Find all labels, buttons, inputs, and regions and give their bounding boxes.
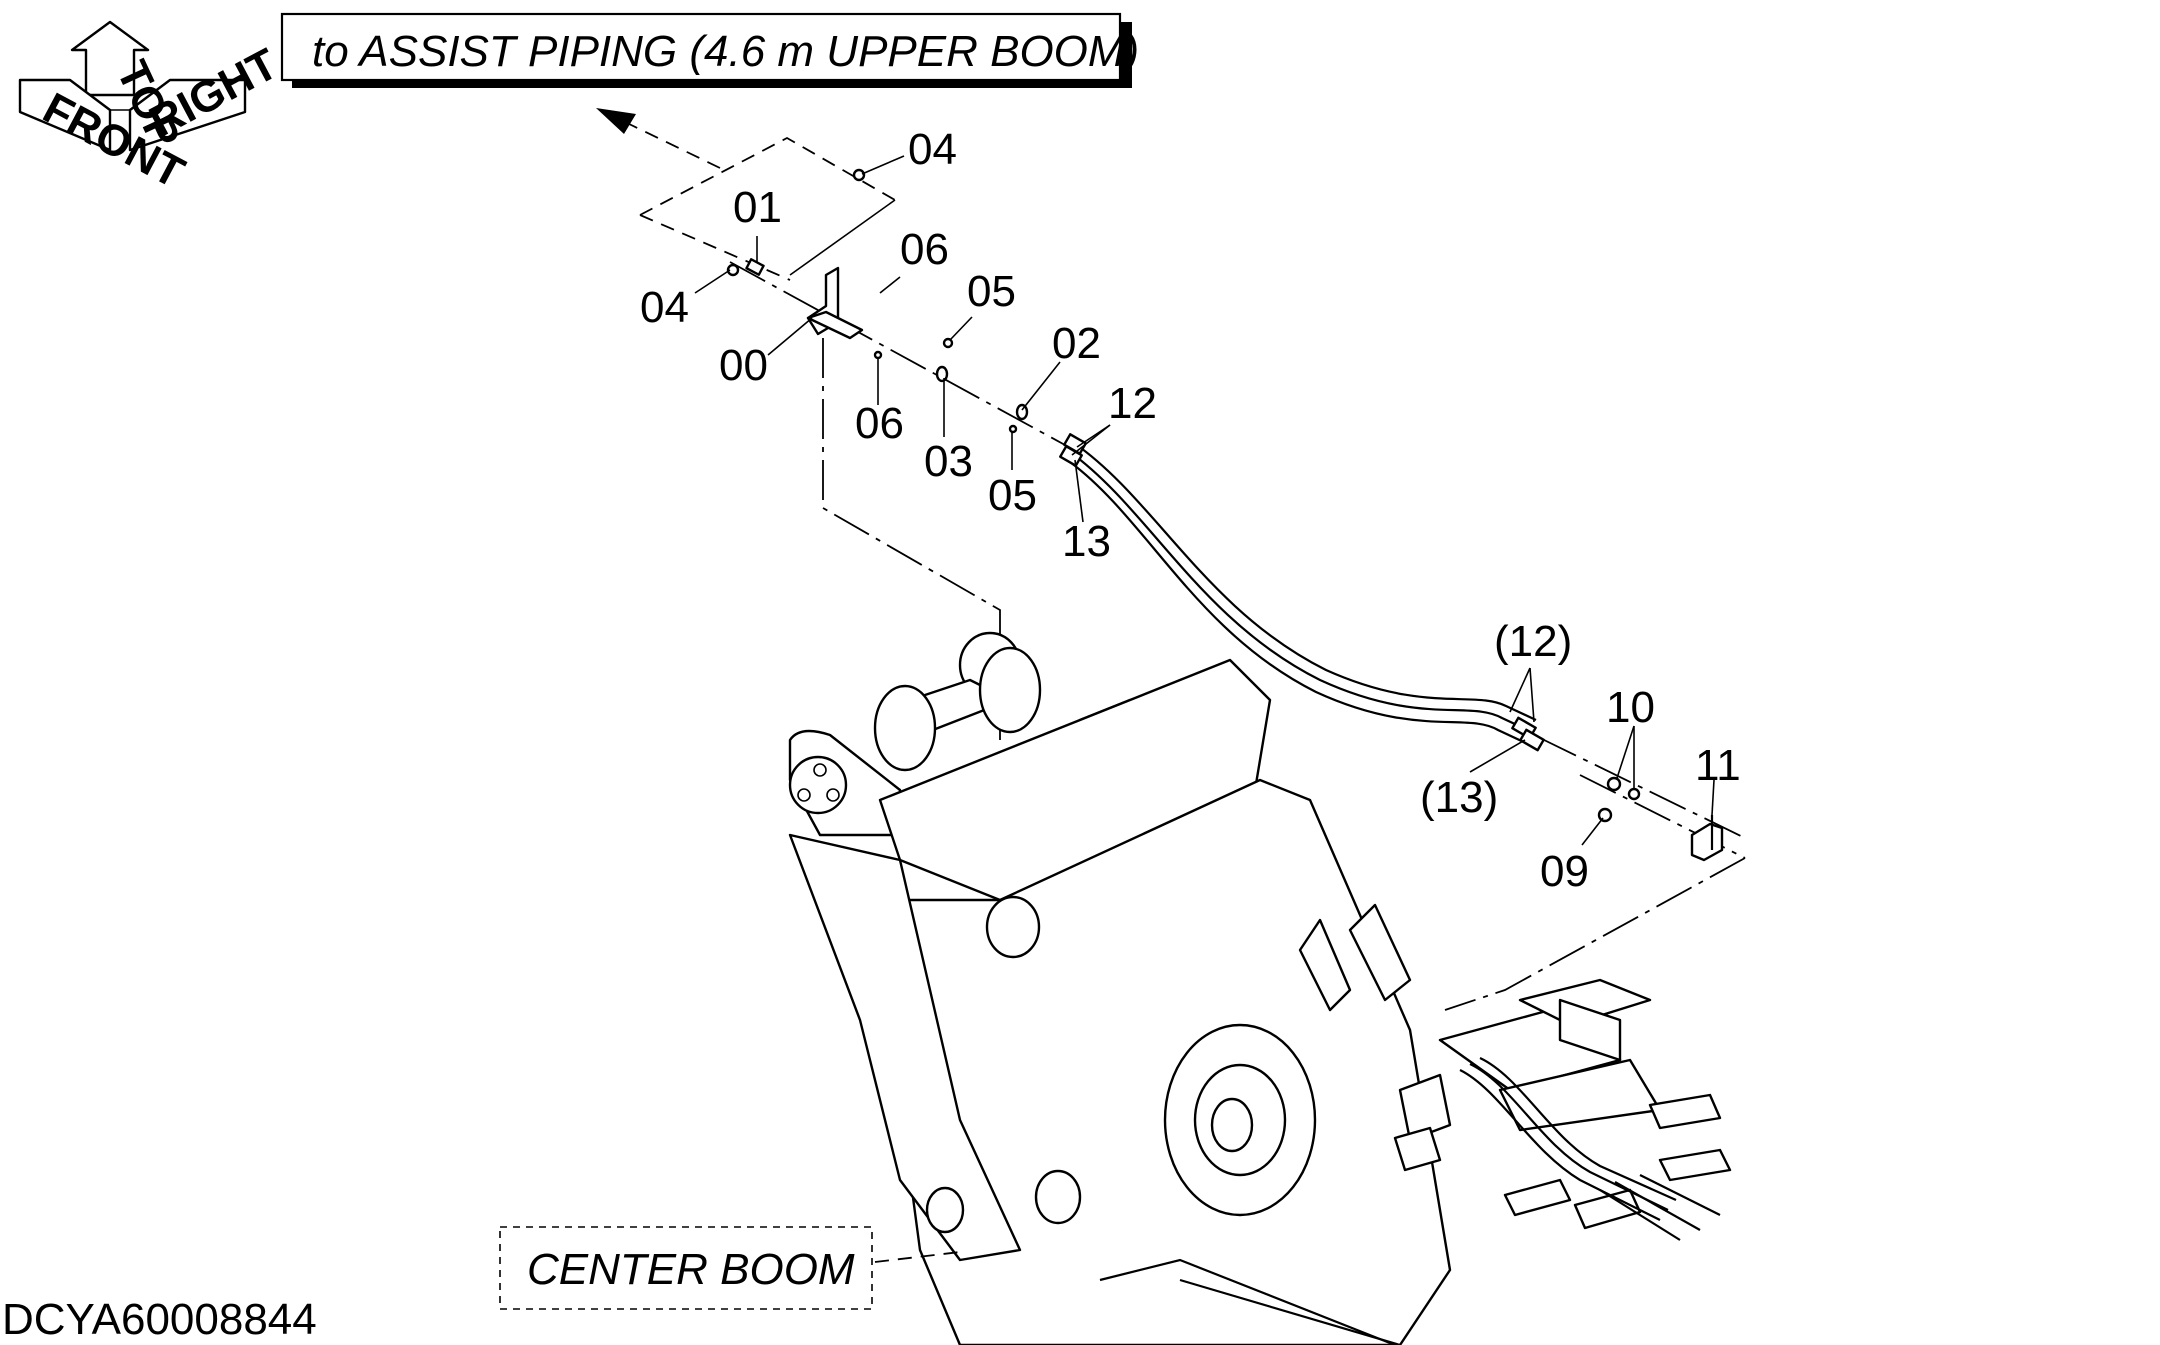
assist-piping-callout-text: to ASSIST PIPING (4.6 m UPPER BOOM) [312, 27, 1139, 76]
part-label-00: 00 [719, 341, 768, 390]
lower-piping-platform [1393, 978, 1732, 1241]
drawing-code: DCYA60008844 [2, 1295, 317, 1344]
hydraulic-hoses [1059, 433, 1545, 752]
orientation-compass-icon: TOP FRONT RIGHT [18, 20, 286, 198]
part-label-13-ref: (13) [1420, 773, 1498, 822]
part-label-05-lower: 05 [988, 471, 1037, 520]
center-boom-callout: CENTER BOOM [499, 1226, 873, 1310]
center-boom-structure [788, 631, 1452, 1345]
part-label-12: 12 [1108, 379, 1157, 428]
center-boom-callout-text: CENTER BOOM [527, 1245, 855, 1294]
part-label-13: 13 [1062, 517, 1111, 566]
part-label-01: 01 [733, 183, 782, 232]
leader-lines [694, 155, 1715, 1263]
upper-bracket-assembly [726, 168, 1066, 446]
part-label-10: 10 [1606, 683, 1655, 732]
part-label-04-left: 04 [640, 283, 689, 332]
part-label-04-top: 04 [908, 125, 957, 174]
direction-arrow-icon [596, 108, 721, 169]
assist-piping-callout: to ASSIST PIPING (4.6 m UPPER BOOM) [280, 12, 1139, 88]
part-label-03: 03 [924, 437, 973, 486]
part-label-06-upper: 06 [900, 225, 949, 274]
part-label-11: 11 [1695, 741, 1741, 790]
part-label-05-upper: 05 [967, 267, 1016, 316]
part-labels: 04 01 06 04 05 00 02 12 06 03 05 13 (12)… [640, 125, 1741, 896]
part-label-09: 09 [1540, 847, 1589, 896]
part-label-06-lower: 06 [855, 399, 904, 448]
lower-bracket-assembly [1539, 737, 1746, 862]
part-label-12-ref: (12) [1494, 617, 1572, 666]
part-label-02: 02 [1052, 319, 1101, 368]
compass-right-label: RIGHT [142, 39, 286, 147]
